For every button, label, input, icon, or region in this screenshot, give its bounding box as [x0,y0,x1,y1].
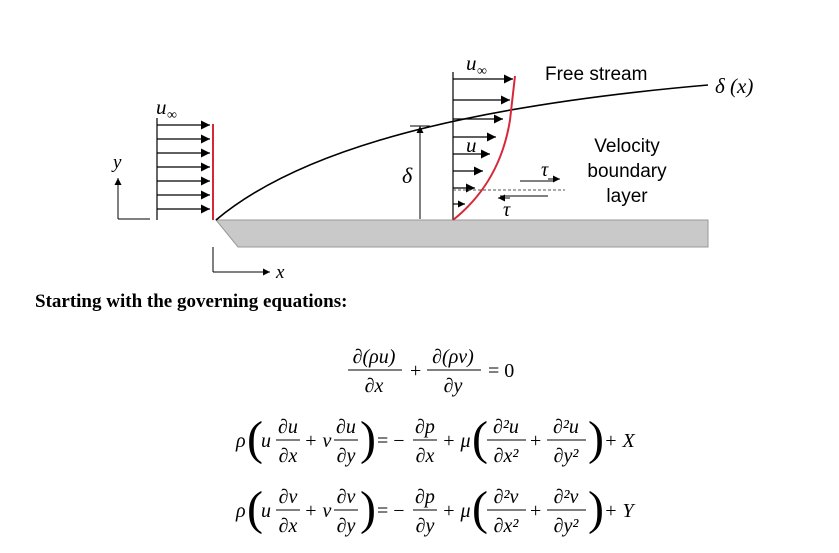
ym-lparen2: ( [472,482,488,535]
tau-lower-label: τ [503,199,511,221]
free-stream-label: Free stream [545,64,647,85]
x-momentum-equation: ρ ( u ∂u ∂x + v ∂u ∂y ) = − ∂p ∂x + μ ( … [235,412,635,467]
ym-rparen2: ) [588,482,604,535]
delta-label: δ [402,163,413,188]
vbl-label-line3: layer [606,186,648,207]
xm-d2b: ∂²u [553,416,579,438]
xm-u: u [261,430,271,452]
x-axis [212,247,270,276]
xm-dp: ∂p [415,416,435,438]
continuity-equation: ∂(ρu) ∂x + ∂(ρv) ∂y = 0 [348,346,514,397]
xm-du2: ∂u [336,416,356,438]
ym-d2a: ∂²v [494,486,519,508]
xm-rparen: ) [360,412,376,465]
xm-body: + X [604,430,635,452]
x-axis-label: x [275,262,285,283]
vbl-label-line2: boundary [587,161,667,182]
ym-d2b: ∂²v [554,486,579,508]
xm-lparen2: ( [472,412,488,465]
cont-plus: + [410,360,421,382]
ym-plusmu: + μ [442,500,471,522]
cont-den2: ∂y [444,375,463,397]
ym-dpdy: ∂y [416,515,435,537]
cont-num2: ∂(ρv) [432,346,474,368]
velocity-profile-curve [452,75,516,221]
ym-plusv: + v [304,500,331,522]
ym-dv2: ∂v [337,486,356,508]
ym-u: u [261,500,271,522]
xm-rparen2: ) [588,412,604,465]
xm-dx: ∂x [279,445,298,467]
u-inf-left-sub: ∞ [167,108,177,123]
xm-lparen: ( [247,412,263,465]
xm-plusv: + v [304,430,331,452]
xm-dx2: ∂x² [494,445,520,467]
ym-dy2: ∂y² [554,515,580,537]
ym-body: + Y [604,500,635,522]
xm-plusmu: + μ [442,430,471,452]
u-inf-top-label: u [466,51,477,75]
ym-dx2: ∂x² [494,515,520,537]
shear-stress-element [453,175,565,202]
boundary-layer-edge-curve [215,84,709,221]
ym-rparen: ) [360,482,376,535]
ym-rho: ρ [235,500,246,522]
xm-d2a: ∂²u [493,416,519,438]
tau-upper-label: τ [541,159,549,181]
xm-eq: = − [377,430,405,452]
y-axis-label: y [111,152,122,173]
xm-rho: ρ [235,430,246,452]
ym-plus: + [530,500,541,522]
ym-dv: ∂v [279,486,298,508]
ym-dy: ∂y [337,515,356,537]
u-local-label: u [466,133,477,157]
velocity-profile-arrows [452,72,513,220]
xm-dy: ∂y [337,445,356,467]
xm-dy2: ∂y² [554,445,580,467]
delta-x-label: δ (x) [715,74,753,98]
delta-marker [410,125,430,219]
y-axis [114,178,150,220]
xm-dpdx: ∂x [416,445,435,467]
u-inf-top-sub: ∞ [477,64,487,79]
u-inf-left-label: u [156,95,167,119]
uniform-inflow-arrows [156,118,210,220]
ym-dx: ∂x [279,515,298,537]
vbl-label-line1: Velocity [594,136,660,157]
cont-num1: ∂(ρu) [353,346,396,368]
ym-dp: ∂p [415,486,435,508]
cont-den1: ∂x [365,375,384,397]
xm-du: ∂u [278,416,298,438]
cont-rhs: = 0 [488,360,514,382]
flat-plate [214,219,709,248]
ym-lparen: ( [247,482,263,535]
y-momentum-equation: ρ ( u ∂v ∂x + v ∂v ∂y ) = − ∂p ∂y + μ ( … [235,482,635,537]
xm-plus: + [530,430,541,452]
section-heading: Starting with the governing equations: [35,291,348,312]
ym-eq: = − [377,500,405,522]
